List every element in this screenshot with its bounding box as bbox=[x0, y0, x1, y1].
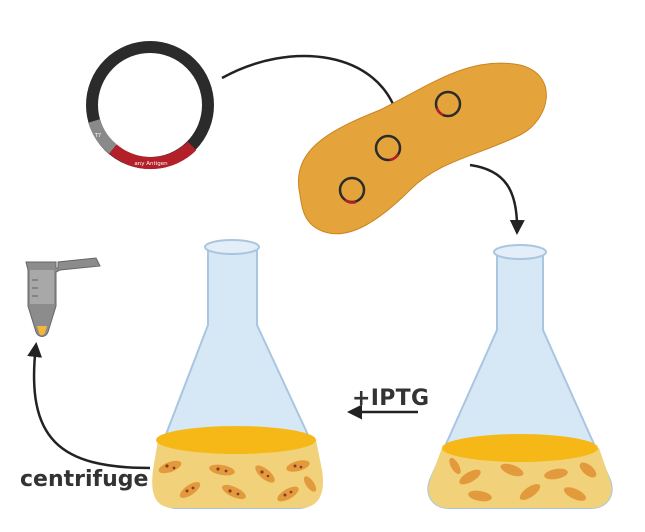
microcentrifuge-tube bbox=[25, 257, 101, 337]
centrifuge-label: centrifuge bbox=[20, 467, 149, 492]
centrifuge-arrow bbox=[27, 342, 151, 470]
plasmid: any Antigen T7 bbox=[86, 41, 214, 170]
flask-induced bbox=[152, 239, 324, 509]
expressing-cell-cluster bbox=[158, 460, 317, 502]
cell-pellet bbox=[37, 326, 47, 336]
iptg-label: +IPTG bbox=[352, 386, 430, 411]
insert-label: any Antigen bbox=[134, 161, 168, 167]
plasmid-copy bbox=[374, 134, 402, 162]
plasmid-copy bbox=[338, 176, 366, 204]
flask-uninduced bbox=[427, 244, 613, 509]
bacterium bbox=[298, 62, 547, 235]
antigen-insert-segment bbox=[109, 141, 197, 170]
transform-arrow bbox=[221, 54, 403, 121]
promoter-segment bbox=[88, 118, 117, 154]
plasmid-copy bbox=[434, 90, 462, 118]
culture-arrow bbox=[469, 163, 525, 235]
cell-cluster bbox=[449, 457, 597, 502]
promoter-label: T7 bbox=[94, 133, 101, 139]
